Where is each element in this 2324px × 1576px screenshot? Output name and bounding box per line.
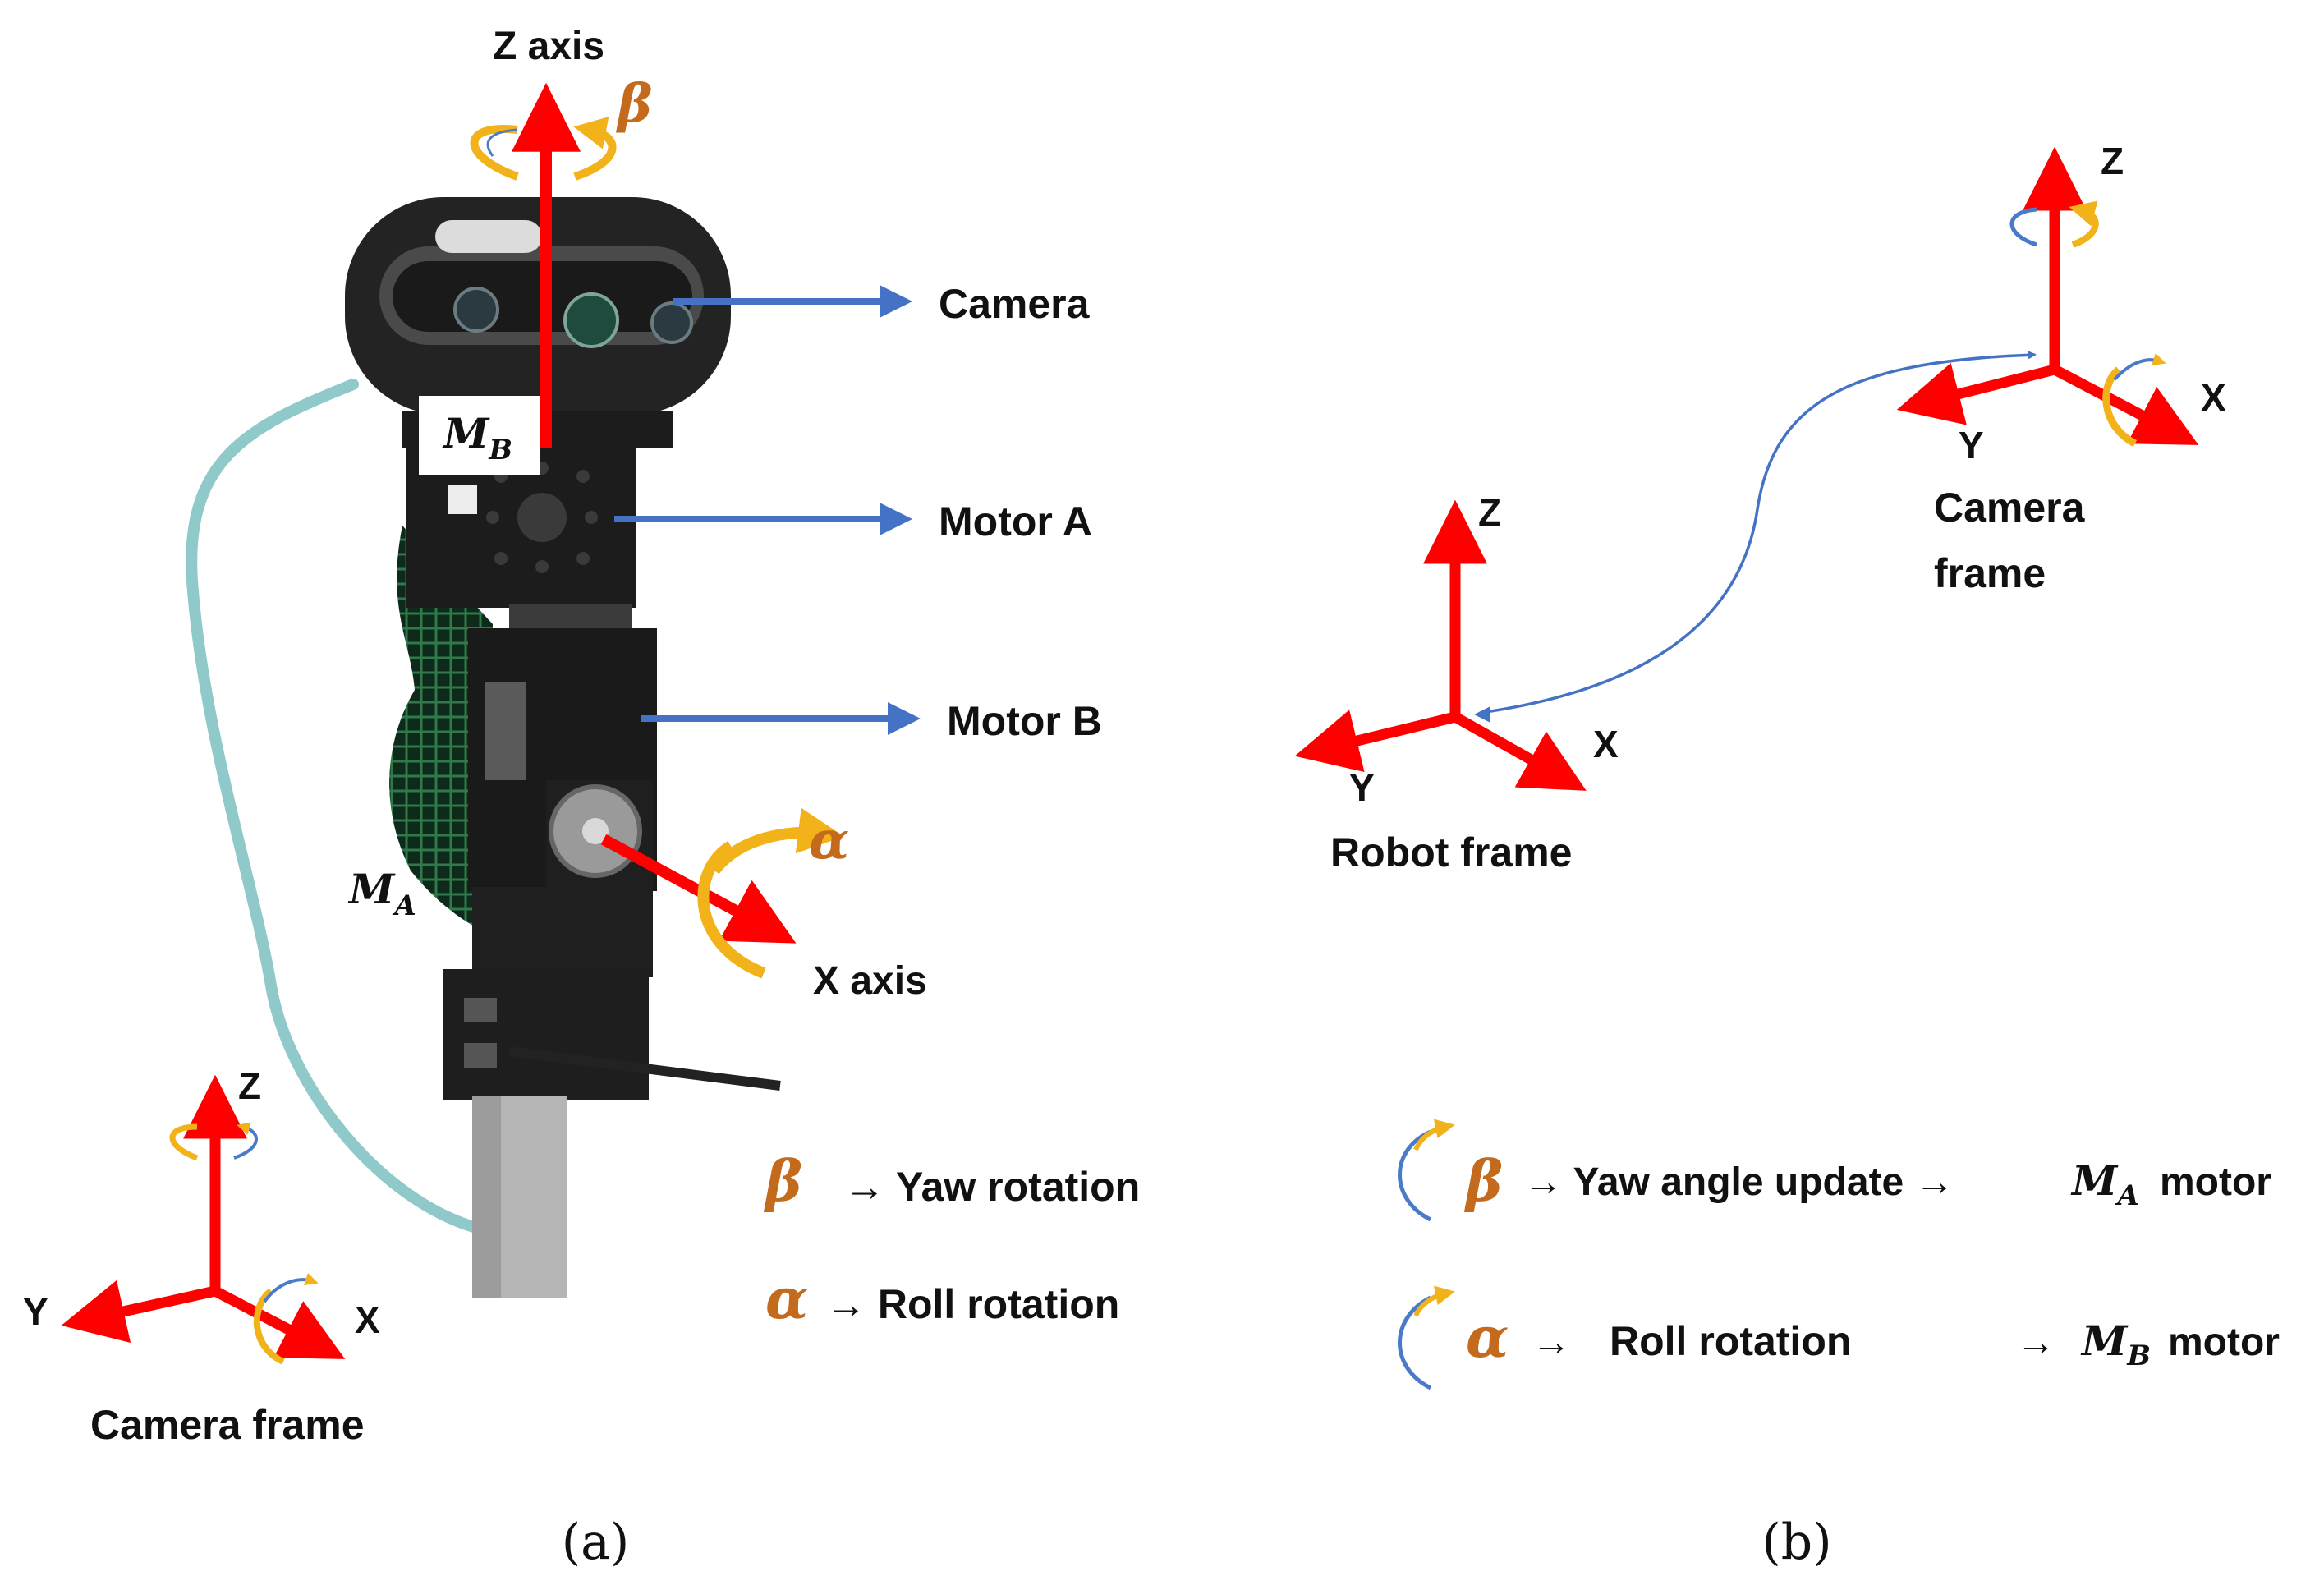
zip-tie [508,1046,781,1091]
camera-frame-a-x-rotation-icon [253,1272,319,1365]
camera-frame-b-y-arrow [1896,362,2056,425]
legend-b-row2-arrow: → [1532,1321,1571,1364]
camera-frame-b-z-rotation-icon [2009,200,2099,248]
legend-b-row1-text: → Yaw angle update → [1523,1160,1954,1204]
camera-frame-a-z-rotation-icon [169,1122,258,1161]
lower-mount [443,969,649,1100]
caption-b: (b) [1761,1514,1831,1571]
motor-a-label: Motor A [939,499,1092,544]
camera-frame-a-title: Camera frame [90,1402,365,1448]
alpha-symbol-x: α [809,810,849,871]
camera-frame-b-title-line2: frame [1934,550,2046,596]
camera-lens-left [453,287,499,333]
motor-b-bracket [472,887,649,977]
x-axis-label: X axis [813,959,927,1003]
camera-frame-a-x-label: X [355,1298,380,1341]
camera-frame-b-x-arrow [2051,365,2199,445]
camera-lens-right [650,301,693,344]
robot-frame-y-label: Y [1349,766,1375,809]
ma-label: MA [347,865,416,922]
motor-b-horn-center [582,818,609,844]
camera-frame-b-x-label: X [2201,376,2226,419]
legend-b-row2-arrow2: → [2016,1321,2055,1364]
legend-b-row1-rotation-icon [1398,1119,1455,1222]
robot-frame-x-arrow [1452,712,1587,791]
cable-bundle [389,526,493,936]
camera-frame-b-x-rotation-icon [2102,352,2166,448]
camera-frame-a-z-label: Z [238,1064,261,1107]
z-axis-label: Z axis [493,25,604,68]
x-axis-rotation-icon [697,807,844,979]
camera-frame-b-y-label: Y [1959,424,1984,466]
camera-frame-b-title-line1: Camera [1934,485,2086,531]
camera-lens-center [563,292,619,348]
legend-b-row1-suffix: motor [2160,1160,2271,1204]
legend-b-row2-symbol: α [1466,1305,1509,1371]
caption-a: (a) [562,1514,630,1571]
motor-a-connector [448,485,477,514]
mb-label-box [419,396,540,475]
frame-transform-curve-start [1474,706,1490,723]
robot-frame-x-label: X [1593,723,1619,765]
camera-frame-a: Z Y X Camera frame [23,1064,380,1448]
legend-b-row2-rotation-icon [1398,1285,1455,1390]
robot-frame-y-arrow [1294,710,1457,773]
camera-cable [186,379,482,1234]
legend-b-row2-suffix: motor [2168,1321,2280,1364]
legend-a-beta-symbol: β [763,1149,802,1215]
legend-b-row1-motor: MA [2070,1156,2139,1212]
legend-b-row2-motor: MB [2080,1316,2151,1372]
camera-label: Camera [939,281,1091,327]
camera-frame-b-z-label: Z [2101,140,2124,182]
camera-frame-a-y-label: Y [23,1290,48,1333]
camera-frame-b: Z Y X Camera frame [1896,140,2226,596]
mb-label: MB [442,409,512,466]
legend-a-alpha-symbol: α [765,1266,808,1332]
camera-frame-a-x-arrow [212,1286,346,1359]
robot-illustration [186,197,781,1298]
x-axis-arrow [600,834,797,944]
beta-symbol-z: β [616,73,653,135]
lower-mount-slot2 [464,1043,497,1068]
legend-a-alpha-text: → Roll rotation [825,1281,1119,1327]
motor-b-side [485,682,526,780]
robot-frame: Z Y X Robot frame [1294,491,1619,875]
z-axis-rotation-icon [470,117,617,181]
legend-b-row2-text: Roll rotation [1610,1318,1851,1364]
camera-top-mount [435,220,542,253]
lower-mount-slot1 [464,998,497,1022]
frame-transform-curve [1479,351,2037,714]
legend-a-beta-text: → Yaw rotation [844,1164,1140,1210]
motor-b-label: Motor B [947,698,1102,744]
legend-b-row1-symbol: β [1463,1149,1503,1215]
robot-frame-title: Robot frame [1330,829,1572,875]
grey-post-shade [472,1096,501,1298]
robot-frame-z-label: Z [1478,491,1501,534]
camera-frame-a-y-arrow [61,1280,217,1343]
